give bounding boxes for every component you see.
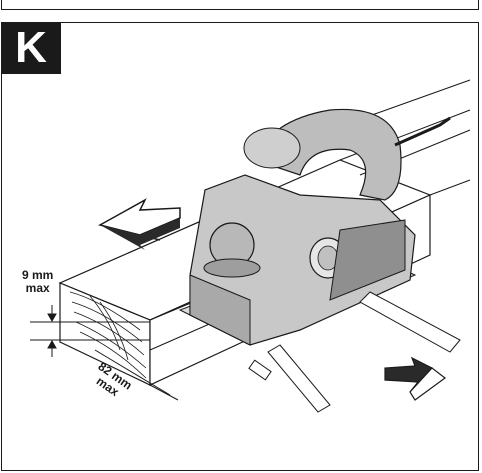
handle — [254, 108, 402, 201]
power-cable — [394, 116, 451, 147]
planer-tool — [178, 108, 451, 346]
dim-9mm-note: max — [25, 281, 50, 295]
parallel-guide — [248, 291, 461, 413]
figure-label: K — [1, 22, 61, 74]
dim-9mm-label: 9 mm max — [22, 269, 53, 295]
figure-frame — [1, 22, 479, 471]
dim-9mm-lines — [30, 305, 150, 357]
dim-9mm-value: 9 mm — [22, 268, 54, 282]
top-border — [1, 0, 479, 10]
wood-grain — [69, 291, 147, 379]
feed-arrow-left — [97, 198, 181, 241]
dim-82mm-lines — [94, 349, 179, 401]
motor-top — [243, 127, 301, 169]
